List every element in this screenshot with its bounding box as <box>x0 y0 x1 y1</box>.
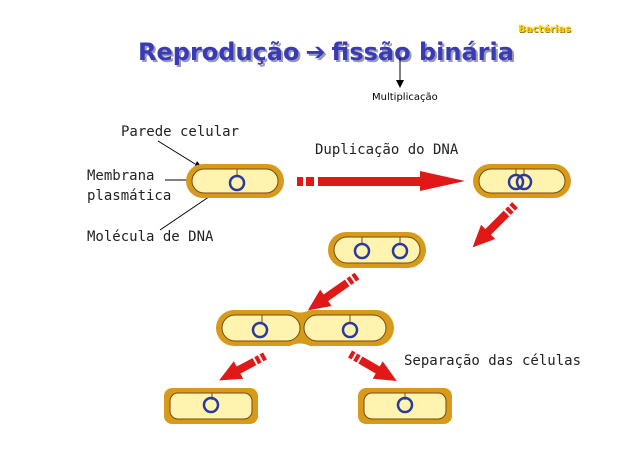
arrow-separation-right-icon <box>348 350 397 381</box>
dna-ring-icon <box>251 321 269 339</box>
label-cell-separation: Separação das células <box>404 353 582 369</box>
dna-ring-icon <box>228 174 246 192</box>
page-title: Reprodução➔fissão binária <box>138 38 514 66</box>
dna-ring-icon <box>507 173 525 191</box>
dna-ring-icon <box>353 242 371 260</box>
daughter-cell-right <box>358 388 452 424</box>
dna-ring-icon <box>202 396 220 414</box>
title-arrow-icon: ➔ <box>305 38 326 66</box>
cell-elongated <box>328 232 426 268</box>
dna-ring-icon <box>396 396 414 414</box>
daughter-cell-left <box>164 388 258 424</box>
arrow-duplication-icon <box>297 171 465 191</box>
label-membrane-line2: plasmática <box>87 188 172 204</box>
corner-label: Bactérias <box>518 24 571 35</box>
cell-initial <box>186 164 284 198</box>
cell-dividing <box>216 310 394 346</box>
label-membrane-line1: Membrana <box>87 168 155 184</box>
subtitle: Multiplicação <box>372 92 438 103</box>
label-dna-duplication: Duplicação do DNA <box>315 142 459 158</box>
arrow-septum-icon <box>307 272 360 311</box>
dna-ring-icon <box>515 173 533 191</box>
dna-ring-icon <box>391 242 409 260</box>
arrow-elongation-icon <box>472 202 518 248</box>
title-left: Reprodução <box>138 38 300 66</box>
subtitle-pointer <box>396 58 404 88</box>
cell-dna-duplicated <box>473 164 571 198</box>
label-cell-wall: Parede celular <box>121 124 240 140</box>
dna-ring-icon <box>341 321 359 339</box>
title-right: fissão binária <box>331 38 514 66</box>
arrow-separation-left-icon <box>219 352 267 381</box>
label-dna-molecule: Molécula de DNA <box>87 229 214 245</box>
